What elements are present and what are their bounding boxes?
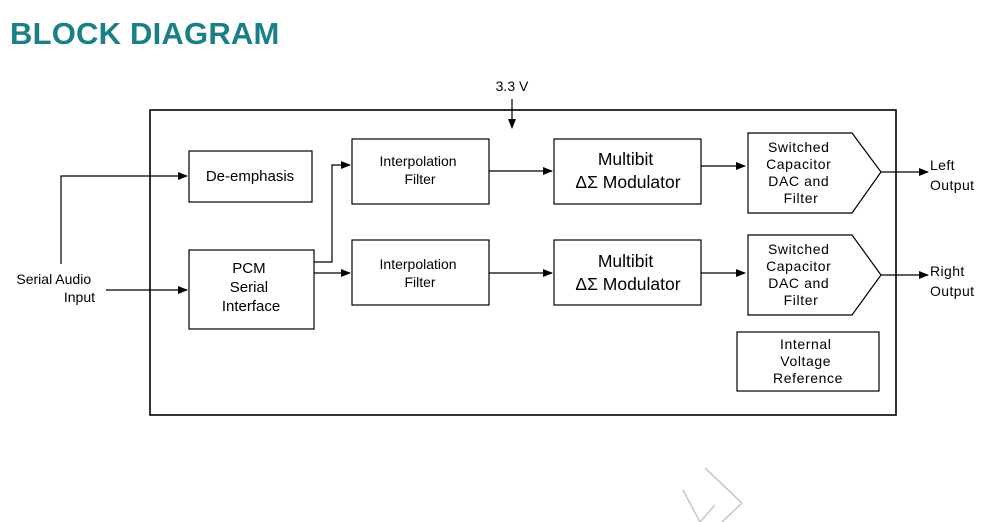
svg-text:De-emphasis: De-emphasis	[206, 168, 294, 185]
svg-text:Interpolation Filter: Interpolation Filter	[380, 256, 461, 290]
pcm-to-interp-top-wire	[314, 161, 351, 263]
deemphasis-block: De-emphasis	[188, 150, 313, 203]
svg-text:Switched Capacitor: Switched Capacitor DAC and Filter	[766, 241, 836, 308]
input-to-deemphasis-wire	[60, 172, 188, 264]
right-output-label: Right Output	[930, 263, 974, 299]
svg-text:Switched Capacitor: Switched Capacitor DAC and Filter	[766, 139, 836, 206]
interpolation-filter-bottom-block: Interpolation Filter	[351, 239, 490, 306]
modulator-bottom-block: Multibit ΔΣ Modulator	[553, 239, 702, 306]
page-title: BLOCK DIAGRAM	[10, 16, 280, 51]
svg-text:Multibit ΔΣ Modulator: Multibit ΔΣ Modulator	[575, 149, 680, 192]
dac-filter-top-block: Switched Capacitor DAC and Filter	[747, 132, 882, 214]
watermark-mark	[682, 467, 743, 522]
left-output-label: Left Output	[930, 157, 974, 193]
pcm-serial-interface-block: PCM Serial Interface	[188, 249, 315, 330]
chip-boundary	[149, 109, 897, 416]
internal-voltage-reference-block: Internal Voltage Reference	[736, 331, 880, 392]
svg-text:PCM Serial Interfa: PCM Serial Interface	[222, 260, 280, 315]
svg-text:Internal Voltage R: Internal Voltage Reference	[773, 336, 843, 386]
serial-audio-input-label: Serial Audio Input	[16, 271, 95, 305]
modulator-top-block: Multibit ΔΣ Modulator	[553, 138, 702, 205]
svg-text:Interpolation Filter: Interpolation Filter	[380, 153, 461, 187]
interpolation-filter-top-block: Interpolation Filter	[351, 138, 490, 205]
supply-label: 3.3 V	[496, 78, 529, 94]
svg-text:Multibit ΔΣ Modulator: Multibit ΔΣ Modulator	[575, 251, 680, 294]
dac-filter-bottom-block: Switched Capacitor DAC and Filter	[747, 234, 882, 316]
